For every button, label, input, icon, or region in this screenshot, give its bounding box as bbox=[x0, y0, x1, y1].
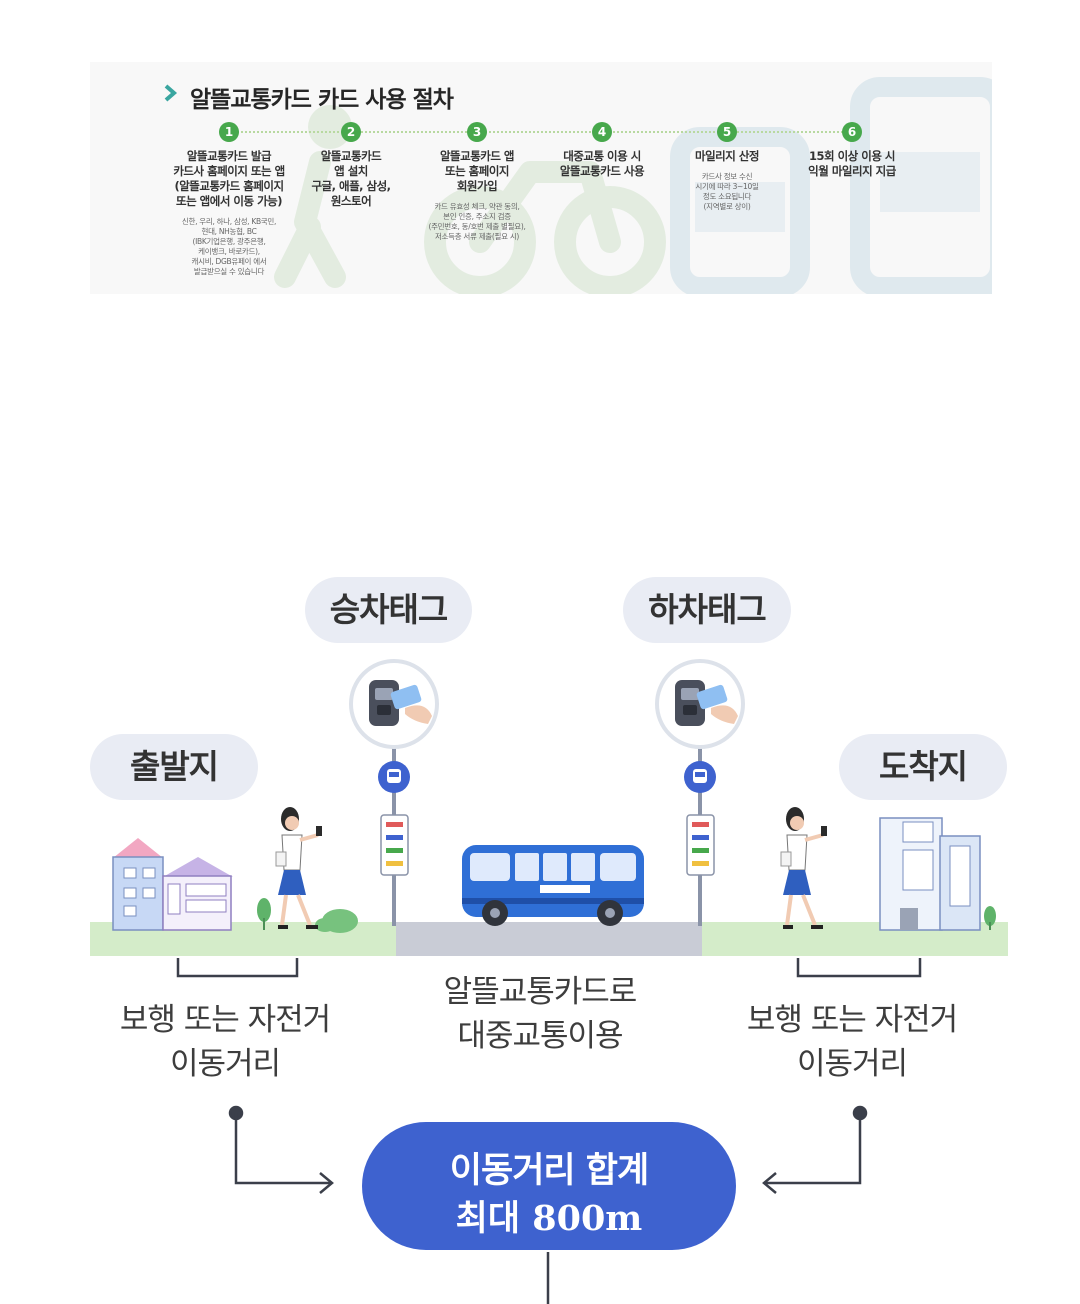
right-arrow bbox=[762, 1105, 868, 1194]
step-number: 1 bbox=[219, 122, 239, 142]
step-desc: 카드 유효성 체크, 약관 동의, 본인 인증, 주소지 검증 (주민번호, 동… bbox=[428, 202, 526, 241]
step-number: 5 bbox=[717, 122, 737, 142]
walking-person-icon bbox=[275, 807, 322, 929]
bush-icon bbox=[315, 909, 358, 933]
banner-background-illustration bbox=[274, 77, 992, 294]
step-2: 2 알뜰교통카드 앱 설치 구글, 애플, 삼성, 원스토어 bbox=[286, 122, 416, 209]
procedure-banner: 알뜰교통카드 카드 사용 절차 1 알뜰교통카드 발급 카드사 홈페이지 또는 … bbox=[90, 62, 992, 294]
step-number: 6 bbox=[842, 122, 862, 142]
origin-label: 출발지 bbox=[90, 734, 258, 800]
left-arrow bbox=[228, 1105, 334, 1194]
tree-icon bbox=[984, 906, 996, 930]
step-1: 1 알뜰교통카드 발급 카드사 홈페이지 또는 앱 (알뜰교통카드 홈페이지 또… bbox=[164, 122, 294, 277]
walking-person-icon bbox=[780, 807, 827, 929]
destination-label: 도착지 bbox=[839, 734, 1007, 800]
left-bracket bbox=[176, 958, 299, 978]
total-distance-pill: 이동거리 합계 최대 800m bbox=[362, 1122, 736, 1250]
bus-icon bbox=[462, 845, 644, 926]
step-desc: 카드사 정보 수신 시기에 따라 3~10일 정도 소요됩니다 (지역별로 상이… bbox=[695, 172, 759, 211]
step-title: 알뜰교통카드 발급 카드사 홈페이지 또는 앱 (알뜰교통카드 홈페이지 또는 … bbox=[173, 149, 285, 208]
step-6: 6 15회 이상 이용 시 익월 마일리지 지급 bbox=[787, 122, 917, 179]
step-number: 2 bbox=[341, 122, 361, 142]
transit-label: 알뜰교통카드로 대중교통이용 bbox=[443, 974, 638, 1054]
step-desc: 신한, 우리, 하나, 삼성, KB국민, 현대, NH농협, BC (IBK기… bbox=[181, 217, 277, 276]
step-number: 3 bbox=[467, 122, 487, 142]
boarding-tag-label: 승차태그 bbox=[305, 577, 472, 643]
step-5: 5 마일리지 산정 카드사 정보 수신 시기에 따라 3~10일 정도 소요됩니… bbox=[662, 122, 792, 212]
right-bracket bbox=[796, 958, 922, 978]
origin-buildings-icon bbox=[112, 838, 233, 931]
step-title: 마일리지 산정 bbox=[695, 149, 759, 163]
boarding-bus-stop-icon bbox=[349, 659, 439, 926]
chevron-right-icon bbox=[164, 84, 178, 102]
alighting-bus-stop-icon bbox=[655, 659, 745, 926]
alighting-tag-label: 하차태그 bbox=[623, 577, 791, 643]
total-distance-max: 최대 800m bbox=[455, 1198, 643, 1239]
step-4: 4 대중교통 이용 시 알뜰교통카드 사용 bbox=[537, 122, 667, 179]
step-title: 대중교통 이용 시 알뜰교통카드 사용 bbox=[559, 149, 645, 178]
step-title: 15회 이상 이용 시 익월 마일리지 지급 bbox=[808, 149, 896, 178]
step-title: 알뜰교통카드 앱 설치 구글, 애플, 삼성, 원스토어 bbox=[311, 149, 391, 208]
walk-distance-right-label: 보행 또는 자전거 이동거리 bbox=[746, 1002, 958, 1082]
banner-title: 알뜰교통카드 카드 사용 절차 bbox=[190, 87, 454, 113]
step-title: 알뜰교통카드 앱 또는 홈페이지 회원가입 bbox=[439, 149, 515, 193]
walk-distance-left-label: 보행 또는 자전거 이동거리 bbox=[119, 1002, 331, 1082]
step-3: 3 알뜰교통카드 앱 또는 홈페이지 회원가입 카드 유효성 체크, 약관 동의… bbox=[412, 122, 542, 242]
total-distance-title: 이동거리 합계 bbox=[449, 1151, 649, 1191]
step-number: 4 bbox=[592, 122, 612, 142]
destination-buildings-icon bbox=[879, 817, 981, 931]
road bbox=[396, 922, 702, 956]
steps-connector bbox=[230, 131, 855, 133]
tree-icon bbox=[257, 898, 271, 930]
